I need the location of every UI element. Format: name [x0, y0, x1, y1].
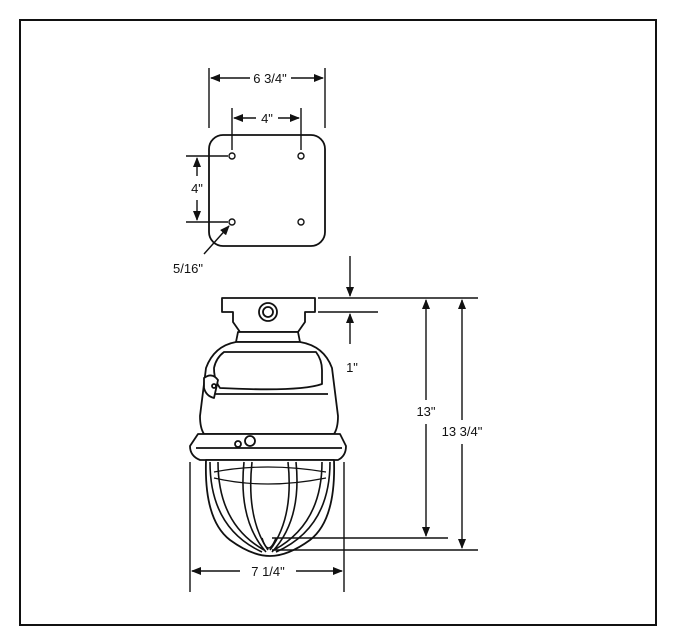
- mount-hole: [228, 152, 236, 160]
- mount-hole: [297, 152, 305, 160]
- hole-spacing-vertical-label: 4": [191, 181, 203, 196]
- drawing-frame: [19, 19, 657, 626]
- cover-height-label: 1": [346, 360, 358, 375]
- hole-diameter-leader: [203, 225, 230, 255]
- fixture-flange: [189, 433, 347, 461]
- hole-diameter-label: 5/16": [173, 261, 203, 276]
- plate-width-dimension: [208, 68, 326, 128]
- mount-hole: [228, 218, 236, 226]
- plate-width-label: 6 3/4": [253, 71, 287, 86]
- hole-spacing-horizontal-label: 4": [261, 111, 273, 126]
- guard-width-dimension: [189, 462, 345, 592]
- guard-width-label: 7 1/4": [251, 564, 285, 579]
- cover-height-dimension: [318, 256, 478, 344]
- light-fixture: [189, 297, 347, 557]
- mounting-plate: [208, 134, 326, 247]
- hole-spacing-vertical-dimension: [186, 155, 228, 223]
- hole-spacing-horizontal-dimension: [231, 108, 302, 150]
- glass-globe: [204, 459, 336, 557]
- fixture-height-label: 13": [416, 404, 435, 419]
- mount-hole: [297, 218, 305, 226]
- overall-height-dimension: [272, 299, 478, 551]
- wire-guard: [209, 461, 331, 553]
- fixture-height-dimension: [272, 299, 448, 539]
- overall-height-label: 13 3/4": [442, 424, 483, 439]
